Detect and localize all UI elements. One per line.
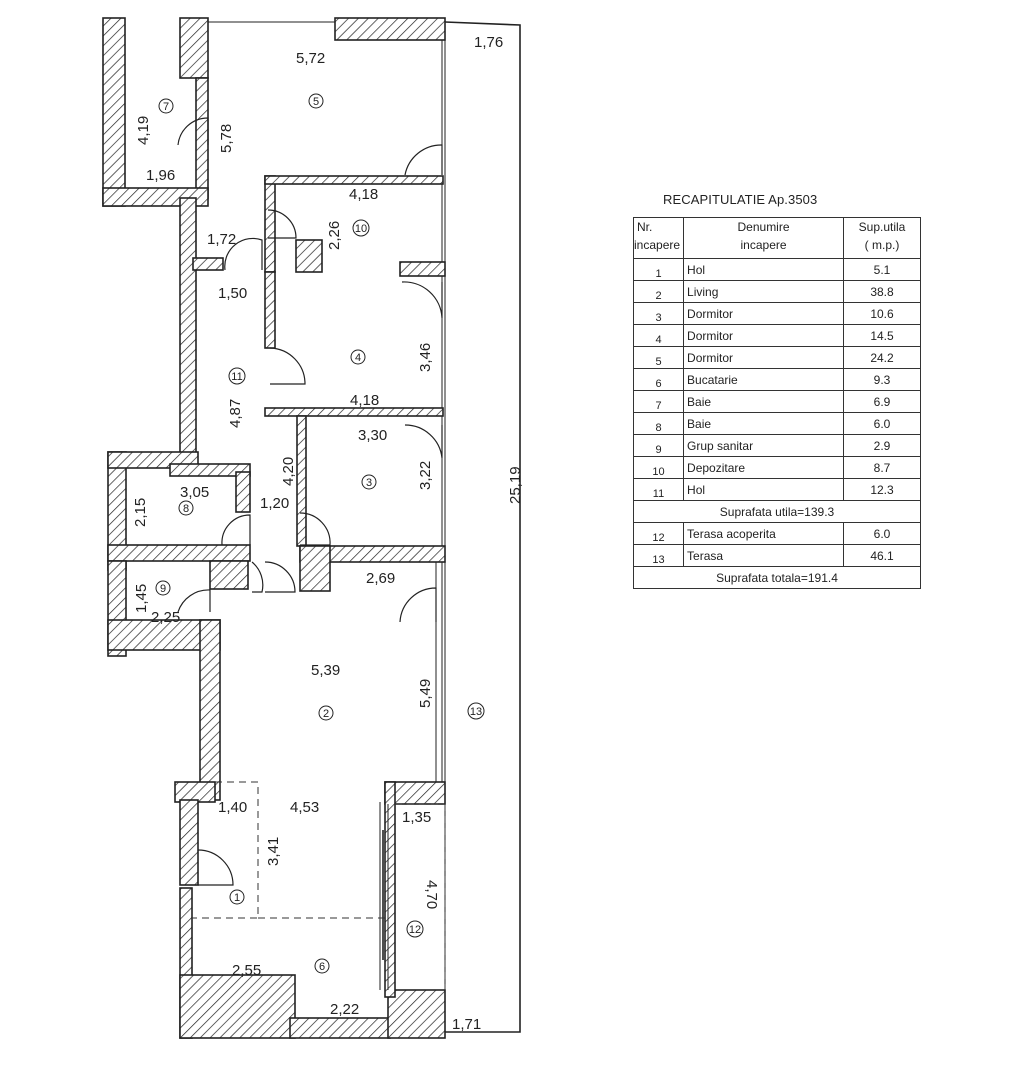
recap-subtotal-row: Suprafata utila=139.3 [633,500,921,523]
recap-table: Nr. incapere Denumire incapere Sup.utila… [632,217,921,589]
svg-text:8: 8 [183,503,189,515]
recap-subtotal: Suprafata utila=139.3 [633,500,921,523]
dim-1-20: 1,20 [260,495,289,512]
dim-25-19: 25,19 [507,466,524,504]
dashed-zones [192,781,446,990]
dim-4-18-a: 4,18 [349,186,378,203]
room-marker-5: 5 [308,93,324,109]
dim-1-45: 1,45 [133,584,150,613]
dimension-labels: 5,72 1,76 4,19 5,78 1,96 4,18 2,26 1,72 … [132,34,524,1033]
room-marker-11: 11 [228,367,246,385]
svg-text:2: 2 [323,708,329,720]
room-marker-9: 9 [155,580,171,596]
dim-2-15: 2,15 [132,498,149,527]
room-marker-3: 3 [361,474,377,490]
room-marker-1: 1 [229,889,245,905]
svg-text:13: 13 [470,706,482,718]
svg-text:11: 11 [231,371,242,383]
room-markers: 1 2 3 4 5 6 7 8 9 10 11 12 13 [155,93,485,974]
dim-3-22: 3,22 [417,461,434,490]
terrace-outline [444,21,521,1033]
room-marker-12: 12 [406,920,424,938]
walls [102,17,446,1039]
dim-2-55: 2,55 [232,962,261,979]
svg-text:12: 12 [409,924,421,936]
header-nr: Nr. incapere [632,217,685,259]
svg-text:9: 9 [160,583,166,595]
recap-total-row: Suprafata totala=191.4 [633,566,921,589]
dim-1-72: 1,72 [207,231,236,248]
room-marker-2: 2 [318,705,334,721]
doors [177,117,443,886]
dim-1-96: 1,96 [146,167,175,184]
recap-header-row: Nr. incapere Denumire incapere Sup.utila… [632,217,921,259]
dim-5-49: 5,49 [417,679,434,708]
recap-panel: RECAPITULATIE Ap.3503 Nr. incapere Denum… [632,192,921,589]
dim-4-70: 4,70 [423,880,440,909]
dim-1-71: 1,71 [452,1016,481,1033]
svg-text:5: 5 [313,96,319,108]
room-marker-7: 7 [158,98,174,114]
thin-partitions [208,21,443,990]
svg-text:4: 4 [355,352,361,364]
dim-3-41: 3,41 [265,837,282,866]
room-marker-13: 13 [467,702,485,720]
dim-2-26: 2,26 [326,221,343,250]
svg-text:10: 10 [355,223,367,235]
dim-1-50: 1,50 [218,285,247,302]
dim-3-30: 3,30 [358,427,387,444]
svg-text:6: 6 [319,961,325,973]
dim-4-20: 4,20 [280,457,297,486]
dim-4-18-b: 4,18 [350,392,379,409]
dim-2-69: 2,69 [366,570,395,587]
dim-5-39: 5,39 [311,662,340,679]
recap-total: Suprafata totala=191.4 [633,566,921,589]
dim-4-19: 4,19 [135,116,152,145]
dim-1-76: 1,76 [474,34,503,51]
room-marker-4: 4 [350,349,366,365]
dim-3-46: 3,46 [417,343,434,372]
dim-2-25: 2,25 [151,609,180,626]
room-marker-8: 8 [178,500,194,516]
svg-text:3: 3 [366,477,372,489]
recap-title: RECAPITULATIE Ap.3503 [663,192,818,207]
dim-2-22: 2,22 [330,1001,359,1018]
dim-4-87: 4,87 [227,399,244,428]
dim-1-40: 1,40 [218,799,247,816]
dim-5-72: 5,72 [296,50,325,67]
room-marker-6: 6 [314,958,330,974]
svg-text:1: 1 [234,892,240,904]
dim-3-05: 3,05 [180,484,209,501]
dim-1-35: 1,35 [402,809,431,826]
dim-5-78: 5,78 [218,124,235,153]
header-name: Denumire incapere [683,217,844,259]
svg-text:7: 7 [163,101,169,113]
room-marker-10: 10 [352,219,370,237]
dim-4-53: 4,53 [290,799,319,816]
header-area: Sup.utila ( m.p.) [843,217,921,259]
